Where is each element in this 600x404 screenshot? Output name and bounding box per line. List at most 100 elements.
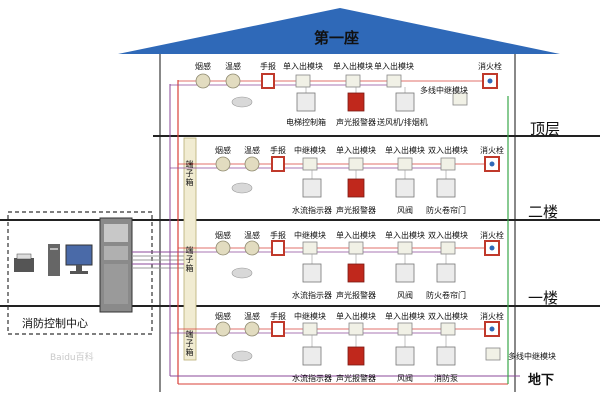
control-center-label: 消防控制中心: [22, 317, 88, 330]
speaker-first-icon: [231, 267, 253, 279]
device-first-r1-7-button-icon: [489, 245, 495, 251]
device-basement-r2-2-icon: [395, 346, 415, 366]
floor-label-second: 二楼: [528, 203, 559, 221]
device-label-second-r2-3: 防火卷帘门: [426, 206, 466, 215]
device-first-r1-4-icon: [348, 241, 364, 255]
device-label-basement-r2-0: 水流指示器: [292, 374, 332, 383]
device-label-top-extra: 多线中继模块: [420, 86, 468, 95]
device-first-r2-0-icon: [302, 263, 322, 283]
device-top-r2-2-icon: [395, 92, 415, 112]
device-second-r2-1-icon: [347, 178, 365, 198]
terminal-box-label-first: 端子箱: [185, 246, 194, 273]
multi-relay-basement-icon: [485, 347, 501, 361]
device-label-top-r1-5: 单入出模块: [374, 62, 414, 71]
device-label-first-r1-0: 烟感: [215, 231, 231, 240]
device-label-first-r1-7: 消火栓: [480, 231, 504, 240]
device-label-second-r1-6: 双入出模块: [428, 146, 468, 155]
device-second-r1-3-icon: [302, 157, 318, 171]
main-bus-lines: [132, 80, 520, 385]
device-label-basement-r1-1: 温感: [244, 312, 260, 321]
device-label-basement-r2-3: 消防泵: [434, 374, 458, 383]
device-first-r1-3-icon: [302, 241, 318, 255]
device-label-first-r1-1: 温感: [244, 231, 260, 240]
device-label-top-r2-1: 声光报警器: [336, 118, 376, 127]
device-top-r1-1-icon: [225, 73, 241, 89]
device-label-first-r2-0: 水流指示器: [292, 291, 332, 300]
device-second-r1-5-icon: [397, 157, 413, 171]
device-label-first-r1-4: 单入出模块: [336, 231, 376, 240]
device-label-second-r1-4: 单入出模块: [336, 146, 376, 155]
terminal-box-label-second: 端子箱: [185, 160, 194, 187]
device-label-top-r1-0: 烟感: [195, 62, 211, 71]
device-top-r2-0-icon: [296, 92, 316, 112]
device-label-first-r2-1: 声光报警器: [336, 291, 376, 300]
device-top-r1-5-icon: [386, 74, 402, 88]
device-second-r1-6-icon: [440, 157, 456, 171]
device-label-first-r1-5: 单入出模块: [385, 231, 425, 240]
device-basement-r1-7-button-icon: [489, 326, 495, 332]
device-label-second-r1-2: 手报: [270, 146, 286, 155]
device-first-r1-0-icon: [215, 240, 231, 256]
device-label-basement-r1-6: 双入出模块: [428, 312, 468, 321]
device-first-r2-1-icon: [347, 263, 365, 283]
device-label-top-r1-4: 单入出模块: [333, 62, 373, 71]
device-label-top-r1-3: 单入出模块: [283, 62, 323, 71]
device-label-basement-r1-4: 单入出模块: [336, 312, 376, 321]
device-second-r2-0-icon: [302, 178, 322, 198]
device-layer: [170, 73, 501, 366]
floor-label-top: 顶层: [530, 120, 561, 138]
device-label-basement-extra: 多线中继模块: [508, 352, 556, 361]
device-label-top-r1-1: 温感: [225, 62, 241, 71]
device-label-second-r2-1: 声光报警器: [336, 206, 376, 215]
control-center-frame: [7, 211, 153, 335]
device-basement-r1-2-icon: [271, 321, 285, 337]
device-label-basement-r1-0: 烟感: [215, 312, 231, 321]
device-label-first-r2-2: 风阀: [397, 291, 413, 300]
device-basement-r1-6-icon: [440, 322, 456, 336]
device-label-top-r1-6: 消火栓: [478, 62, 502, 71]
building-title: 第一座: [314, 29, 360, 47]
device-label-second-r1-1: 温感: [244, 146, 260, 155]
device-basement-r1-5-icon: [397, 322, 413, 336]
watermark: Baidu百科: [50, 353, 94, 363]
device-basement-r2-0-icon: [302, 346, 322, 366]
device-basement-r1-0-icon: [215, 321, 231, 337]
device-label-second-r2-2: 风阀: [397, 206, 413, 215]
terminal-box-column: [183, 137, 197, 361]
device-second-r1-7-button-icon: [489, 161, 495, 167]
computer-tower-icon: [48, 244, 60, 276]
device-basement-r2-1-icon: [347, 346, 365, 366]
device-second-r1-2-icon: [271, 156, 285, 172]
fire-alarm-controller-cabinet: [99, 217, 133, 313]
device-top-r1-3-icon: [295, 74, 311, 88]
floor-label-basement: 地下: [528, 373, 555, 388]
device-first-r1-6-icon: [440, 241, 456, 255]
device-label-second-r1-5: 单入出模块: [385, 146, 425, 155]
device-label-top-r1-2: 手报: [260, 62, 276, 71]
device-label-basement-r1-2: 手报: [270, 312, 286, 321]
device-second-r1-4-icon: [348, 157, 364, 171]
device-basement-r2-3-icon: [436, 346, 456, 366]
device-label-basement-r1-3: 中继模块: [294, 312, 326, 321]
device-basement-r1-3-icon: [302, 322, 318, 336]
device-label-first-r1-6: 双入出模块: [428, 231, 468, 240]
printer-icon: [14, 253, 34, 272]
device-top-r1-0-icon: [195, 73, 211, 89]
device-label-second-r1-3: 中继模块: [294, 146, 326, 155]
device-top-r1-2-icon: [261, 73, 275, 89]
device-label-first-r2-3: 防火卷帘门: [426, 291, 466, 300]
device-label-second-r2-0: 水流指示器: [292, 206, 332, 215]
device-first-r2-2-icon: [395, 263, 415, 283]
device-label-top-r2-2: 送风机/排烟机: [377, 118, 428, 127]
device-top-r1-4-icon: [345, 74, 361, 88]
device-label-top-r2-0: 电梯控制箱: [286, 118, 326, 127]
roof: [118, 8, 560, 54]
device-label-second-r1-7: 消火栓: [480, 146, 504, 155]
device-second-r2-2-icon: [395, 178, 415, 198]
device-basement-r1-4-icon: [348, 322, 364, 336]
device-second-r1-1-icon: [244, 156, 260, 172]
device-label-basement-r1-5: 单入出模块: [385, 312, 425, 321]
device-first-r1-5-icon: [397, 241, 413, 255]
